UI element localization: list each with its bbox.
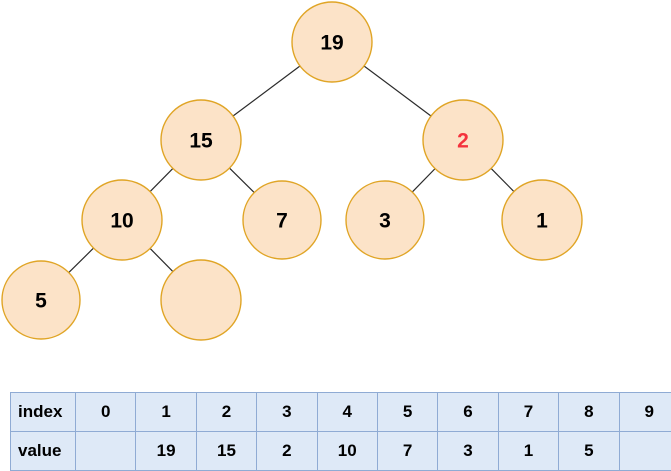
value-cell-9 xyxy=(618,431,671,471)
value-cell-3: 2 xyxy=(256,431,318,471)
tree-node-label: 15 xyxy=(189,130,213,153)
tree-edge xyxy=(149,168,174,192)
tree-node[interactable]: 5 xyxy=(1,260,81,340)
index-cell-8: 8 xyxy=(558,392,620,432)
tree-edge xyxy=(229,167,255,194)
tree-edge xyxy=(363,65,432,117)
tree-node-circle xyxy=(291,1,373,83)
index-cell-7: 7 xyxy=(497,392,560,432)
tree-node[interactable]: 10 xyxy=(81,179,163,261)
tree-node[interactable]: 7 xyxy=(242,180,322,260)
value-cell-0 xyxy=(74,431,137,471)
tree-node-circle xyxy=(242,180,322,260)
tree-node-label: 1 xyxy=(536,210,548,233)
tree-node[interactable]: 15 xyxy=(160,99,242,181)
value-cell-5: 7 xyxy=(376,431,439,471)
value-cell-4: 10 xyxy=(316,431,378,471)
tree-node[interactable] xyxy=(160,259,242,341)
value-cell-1: 19 xyxy=(135,431,197,471)
tree-node-label: 10 xyxy=(110,210,133,233)
index-cell-4: 4 xyxy=(316,392,378,432)
row-label-index: index xyxy=(10,392,76,432)
tree-edge xyxy=(68,247,94,274)
tree-node-circle xyxy=(422,99,504,181)
tree-node[interactable]: 19 xyxy=(291,1,373,83)
index-cell-6: 6 xyxy=(437,392,499,432)
tree-node-circle xyxy=(501,179,583,261)
index-cell-2: 2 xyxy=(195,392,258,432)
tree-node[interactable]: 1 xyxy=(501,179,583,261)
index-cell-0: 0 xyxy=(74,392,137,432)
index-cell-3: 3 xyxy=(256,392,318,432)
tree-node-label: 5 xyxy=(35,290,47,313)
tree-node-label: 3 xyxy=(379,210,391,233)
tree-edge-layer xyxy=(68,65,515,274)
tree-edge xyxy=(232,65,301,117)
tree-node-circle xyxy=(1,260,81,340)
value-cell-6: 3 xyxy=(437,431,499,471)
tree-edge xyxy=(411,168,436,193)
row-label-value: value xyxy=(10,431,76,471)
tree-node[interactable]: 2 xyxy=(422,99,504,181)
value-cell-8: 5 xyxy=(558,431,620,471)
tree-edge xyxy=(149,248,174,272)
tree-node-label: 19 xyxy=(320,32,343,55)
index-cell-5: 5 xyxy=(376,392,439,432)
index-cell-1: 1 xyxy=(135,392,197,432)
tree-node[interactable]: 3 xyxy=(345,180,425,260)
index-cell-9: 9 xyxy=(618,392,671,432)
tree-node-circle xyxy=(160,259,242,341)
value-cell-7: 1 xyxy=(497,431,560,471)
tree-node-circle xyxy=(81,179,163,261)
tree-edge xyxy=(490,168,515,192)
tree-node-circle xyxy=(345,180,425,260)
tree-node-label: 7 xyxy=(276,210,288,233)
tree-node-label: 2 xyxy=(457,130,469,153)
tree-node-circle xyxy=(160,99,242,181)
value-cell-2: 15 xyxy=(195,431,258,471)
